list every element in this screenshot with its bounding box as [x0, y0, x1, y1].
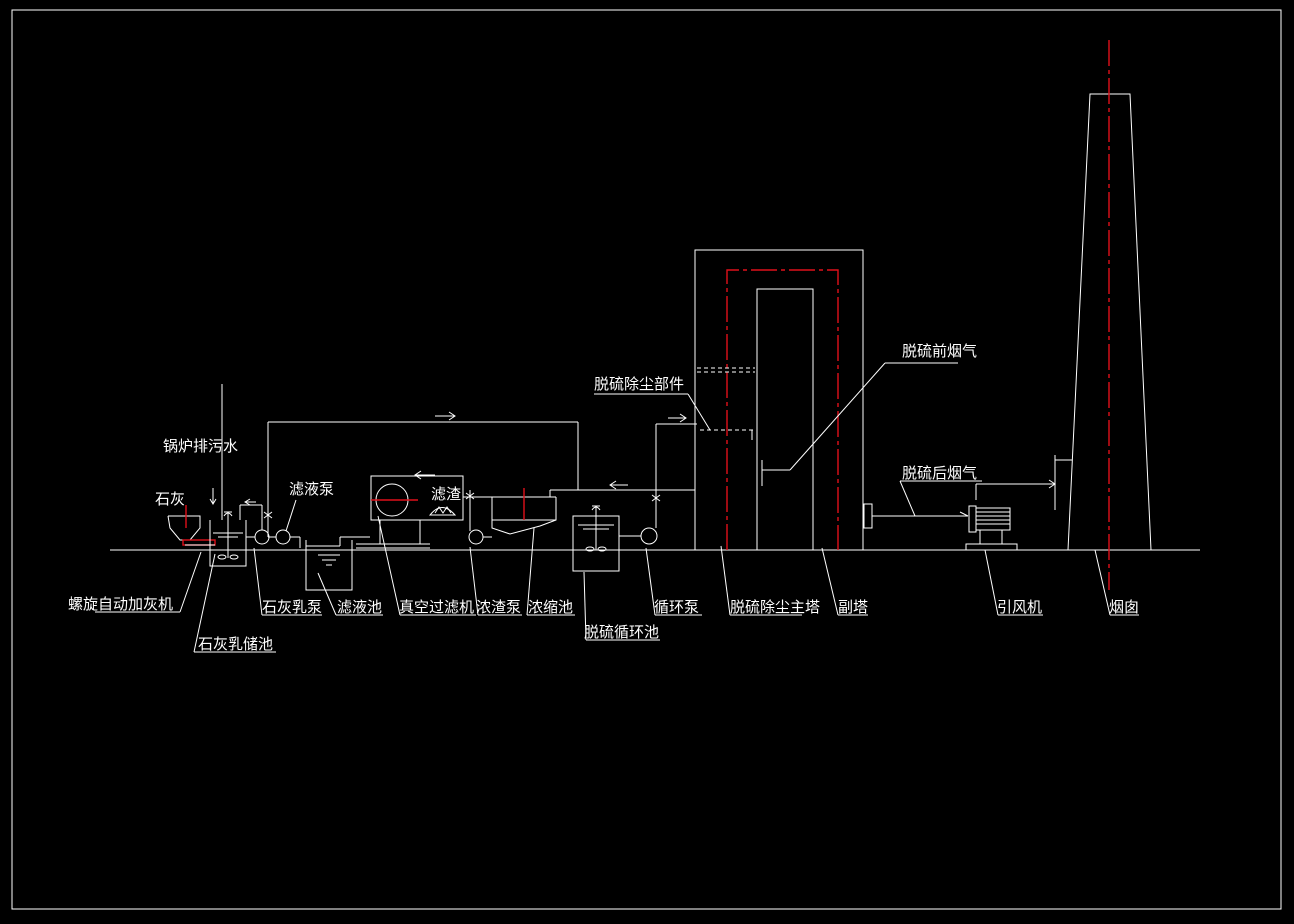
label-screw-feeder: 螺旋自动加灰机	[68, 595, 173, 613]
label-filter-residue: 滤渣	[431, 485, 461, 503]
label-lime: 石灰	[155, 490, 185, 508]
drawing-border	[11, 9, 1282, 910]
lime-milk-tank	[209, 511, 247, 567]
filtrate-tank	[305, 536, 370, 591]
lime-milk-pump	[239, 498, 276, 545]
label-vacuum-filter: 真空过滤机	[399, 598, 474, 616]
label-filtrate-tank: 滤液池	[337, 598, 382, 616]
vacuum-filter	[356, 470, 464, 549]
label-slurry-pump: 浓渣泵	[476, 598, 521, 616]
label-chimney: 烟囱	[1109, 598, 1139, 616]
label-desulf-dust-component: 脱硫除尘部件	[594, 375, 684, 393]
label-flue-gas-after: 脱硫后烟气	[902, 464, 977, 482]
filtrate-pump	[263, 422, 301, 548]
slurry-pump	[463, 490, 493, 545]
label-circulation-pump: 循环泵	[654, 598, 699, 616]
thickener	[491, 488, 695, 535]
main-tower	[694, 249, 968, 551]
label-thickener: 浓缩池	[528, 598, 573, 616]
chimney	[1054, 40, 1152, 590]
label-filtrate-pump: 滤液泵	[289, 480, 334, 498]
label-circulation-tank: 脱硫循环池	[584, 623, 659, 641]
circulation-tank	[572, 480, 628, 572]
label-lime-milk-tank: 石灰乳储池	[198, 635, 273, 653]
screw-feeder	[167, 505, 216, 546]
label-boiler-blowdown: 锅炉排污水	[163, 437, 238, 455]
label-main-tower: 脱硫除尘主塔	[730, 598, 820, 616]
return-pipe	[268, 411, 579, 490]
circulation-pump	[619, 413, 697, 545]
blowdown-inlet	[209, 384, 223, 520]
label-induced-fan: 引风机	[997, 598, 1042, 616]
label-flue-gas-before: 脱硫前烟气	[902, 342, 977, 360]
leader-lines	[95, 362, 1139, 653]
label-auxiliary-tower: 副塔	[838, 598, 868, 616]
label-lime-milk-pump: 石灰乳泵	[262, 598, 322, 616]
induced-fan	[959, 479, 1056, 551]
